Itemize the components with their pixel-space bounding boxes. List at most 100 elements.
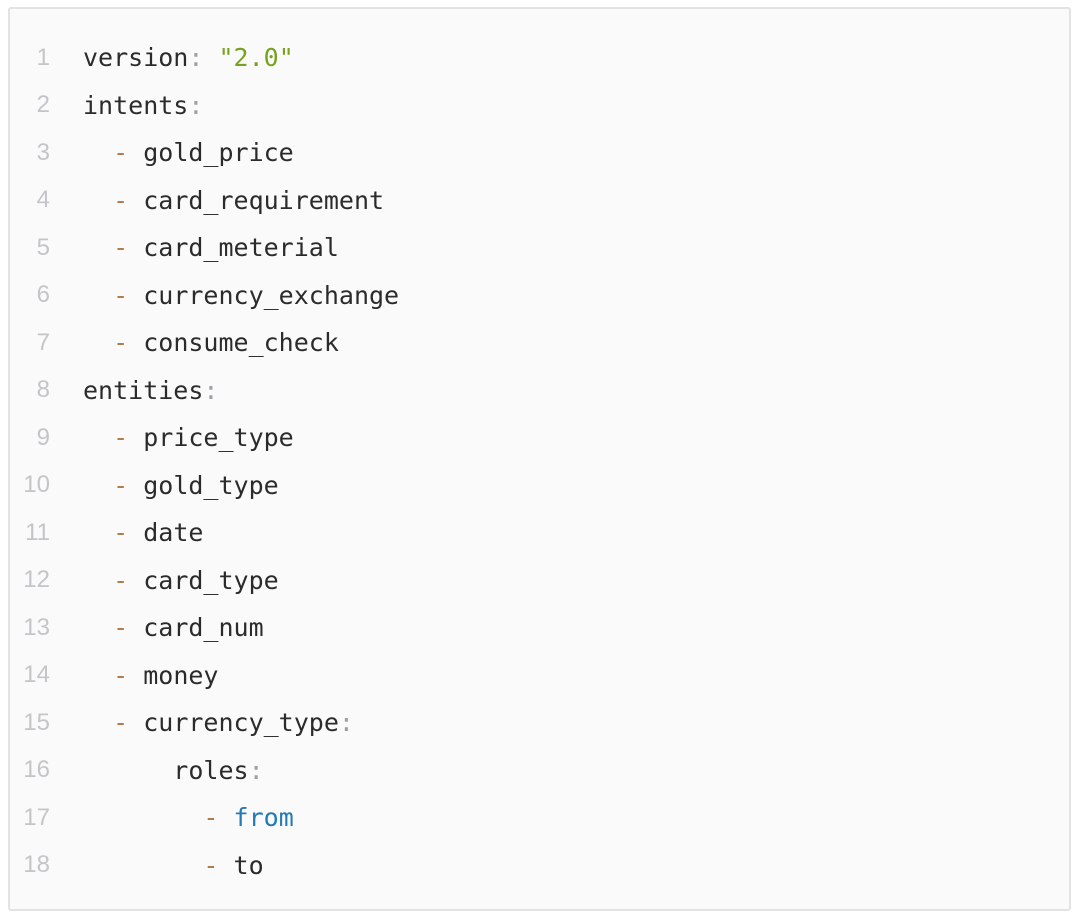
line-number: 18: [23, 851, 50, 879]
code-text: - gold_type: [50, 471, 279, 500]
line-number: 6: [36, 281, 50, 309]
code-token-dash: -: [113, 423, 129, 453]
line-number: 1: [36, 43, 50, 71]
code-token-plain: price_type: [128, 423, 294, 453]
code-token-plain: currency_type: [128, 708, 339, 738]
code-token-plain: version: [83, 43, 189, 73]
code-token-dash: -: [113, 328, 129, 358]
code-text: entities:: [50, 376, 218, 405]
code-text: - currency_type:: [50, 708, 354, 737]
code-line: 17 - from: [10, 794, 1059, 842]
code-token-dash: -: [113, 613, 129, 643]
code-token-dash: -: [113, 280, 129, 310]
code-token-plain: [83, 423, 113, 452]
code-token-plain: [83, 566, 113, 595]
code-line: 6 - currency_exchange: [10, 272, 1059, 320]
code-text: - to: [50, 850, 264, 880]
code-token-plain: card_requirement: [128, 185, 385, 215]
code-token-punct: :: [203, 375, 219, 405]
code-token-dash: -: [113, 185, 129, 215]
code-token-plain: entities: [83, 375, 204, 405]
code-token-plain: [83, 518, 113, 547]
code-token-dash: -: [113, 233, 129, 263]
code-line: 12 - card_type: [10, 557, 1059, 605]
code-line: 9 - price_type: [10, 414, 1059, 462]
code-token-dash: -: [113, 708, 129, 738]
code-text: - date: [50, 518, 203, 547]
line-number: 12: [23, 566, 50, 594]
code-text: - card_num: [50, 613, 264, 642]
code-token-plain: [83, 613, 113, 642]
code-text: - price_type: [50, 423, 294, 452]
line-number: 17: [23, 803, 50, 831]
code-token-plain: [83, 328, 113, 357]
code-token-plain: money: [128, 660, 219, 690]
code-line: 5 - card_meterial: [10, 224, 1059, 272]
code-token-dash: -: [203, 803, 219, 833]
line-number: 10: [23, 471, 50, 499]
code-text: - card_requirement: [50, 186, 384, 215]
code-token-plain: [218, 803, 233, 832]
code-token-plain: [83, 138, 113, 167]
code-token-plain: [83, 803, 203, 832]
code-token-plain: consume_check: [128, 328, 339, 358]
code-token-plain: date: [128, 518, 204, 548]
code-text: version: "2.0": [50, 43, 294, 72]
code-token-plain: gold_price: [128, 138, 294, 168]
code-token-plain: to: [218, 850, 264, 880]
code-token-punct: :: [248, 755, 264, 785]
code-token-plain: card_type: [128, 565, 279, 595]
code-token-plain: card_meterial: [128, 233, 339, 263]
code-token-plain: [83, 471, 113, 500]
code-token-plain: intents: [83, 90, 189, 120]
code-token-plain: [83, 186, 113, 215]
code-line: 4 - card_requirement: [10, 177, 1059, 225]
code-line: 11 - date: [10, 509, 1059, 557]
code-token-plain: [83, 281, 113, 310]
code-token-plain: [83, 708, 113, 737]
code-text: roles:: [50, 755, 264, 785]
line-number: 13: [23, 613, 50, 641]
line-number: 16: [23, 756, 50, 784]
code-token-plain: [83, 851, 203, 880]
line-number: 11: [25, 518, 50, 546]
code-token-punct: :: [338, 708, 354, 738]
line-number: 9: [36, 423, 50, 451]
code-line: 15 - currency_type:: [10, 699, 1059, 747]
code-line: 16 roles:: [10, 747, 1059, 795]
code-text: - from: [50, 803, 294, 833]
code-line: 13 - card_num: [10, 604, 1059, 652]
line-number: 2: [36, 91, 50, 119]
code-token-string: "2.0": [218, 43, 294, 73]
code-token-dash: -: [113, 565, 129, 595]
code-token-plain: currency_exchange: [128, 280, 400, 310]
code-token-dash: -: [113, 470, 129, 500]
code-line: 7 - consume_check: [10, 319, 1059, 367]
line-number: 15: [23, 708, 50, 736]
code-token-plain: [83, 233, 113, 262]
code-line: 3 - gold_price: [10, 129, 1059, 177]
code-line: 14 - money: [10, 652, 1059, 700]
line-number: 3: [36, 138, 50, 166]
code-text: intents:: [50, 91, 203, 120]
code-line: 10 - gold_type: [10, 462, 1059, 510]
code-token-dash: -: [203, 850, 219, 880]
line-number: 5: [36, 233, 50, 261]
line-number: 7: [36, 328, 50, 356]
code-text: - money: [50, 661, 218, 690]
code-token-keyword: from: [233, 803, 294, 833]
line-number: 4: [36, 186, 50, 214]
line-number: 8: [36, 376, 50, 404]
code-token-plain: roles: [83, 755, 249, 785]
code-text: - card_type: [50, 566, 279, 595]
code-text: - card_meterial: [50, 233, 339, 262]
code-token-punct: :: [188, 43, 204, 73]
code-text: - gold_price: [50, 138, 294, 167]
code-line: 18 - to: [10, 842, 1059, 890]
line-number: 14: [23, 661, 50, 689]
code-token-plain: gold_type: [128, 470, 279, 500]
